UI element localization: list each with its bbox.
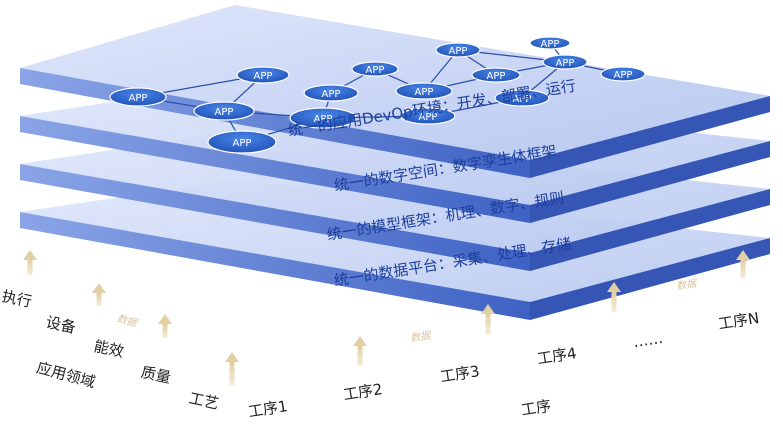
app-label: APP — [322, 89, 341, 100]
app-label: APP — [487, 71, 506, 82]
app-label: APP — [419, 112, 438, 123]
app-node: APP — [193, 101, 255, 121]
app-label: APP — [215, 107, 234, 118]
up-arrow — [23, 250, 37, 275]
app-node: APP — [542, 54, 588, 70]
app-label: APP — [415, 87, 434, 98]
app-node: APP — [471, 67, 521, 83]
app-label: APP — [449, 46, 468, 57]
app-node: APP — [351, 61, 399, 77]
app-label: APP — [233, 138, 252, 149]
up-arrow — [353, 336, 367, 366]
data-flow-arrows — [23, 250, 750, 385]
app-label: APP — [254, 71, 273, 82]
data-tag-right: 数据 — [675, 278, 698, 293]
app-node: APP — [435, 42, 481, 58]
app-node: APP — [109, 87, 167, 107]
app-node: APP — [400, 107, 456, 125]
app-label: APP — [556, 58, 575, 69]
data-tag-middle: 数据 — [409, 330, 432, 345]
app-node: APP — [236, 66, 290, 84]
up-arrow — [92, 283, 106, 306]
up-arrow — [225, 352, 239, 385]
app-node: APP — [529, 36, 571, 50]
app-node: APP — [395, 82, 453, 100]
app-label: APP — [513, 94, 532, 105]
app-node: APP — [207, 130, 277, 154]
up-arrow — [481, 304, 495, 335]
app-node: APP — [600, 66, 646, 82]
app-node: APP — [494, 89, 550, 107]
app-network-nodes: APP APP APP APP APP APP APP APP APP APP APP APP APP A… — [109, 36, 646, 154]
app-node: APP — [303, 84, 359, 102]
app-label: APP — [614, 70, 633, 81]
app-label: APP — [541, 39, 560, 50]
app-node: APP — [289, 107, 357, 129]
app-label: APP — [129, 93, 148, 104]
up-arrow — [607, 282, 621, 312]
up-arrow — [158, 314, 172, 338]
app-label: APP — [366, 65, 385, 76]
app-label: APP — [314, 114, 333, 125]
up-arrow — [736, 250, 750, 278]
